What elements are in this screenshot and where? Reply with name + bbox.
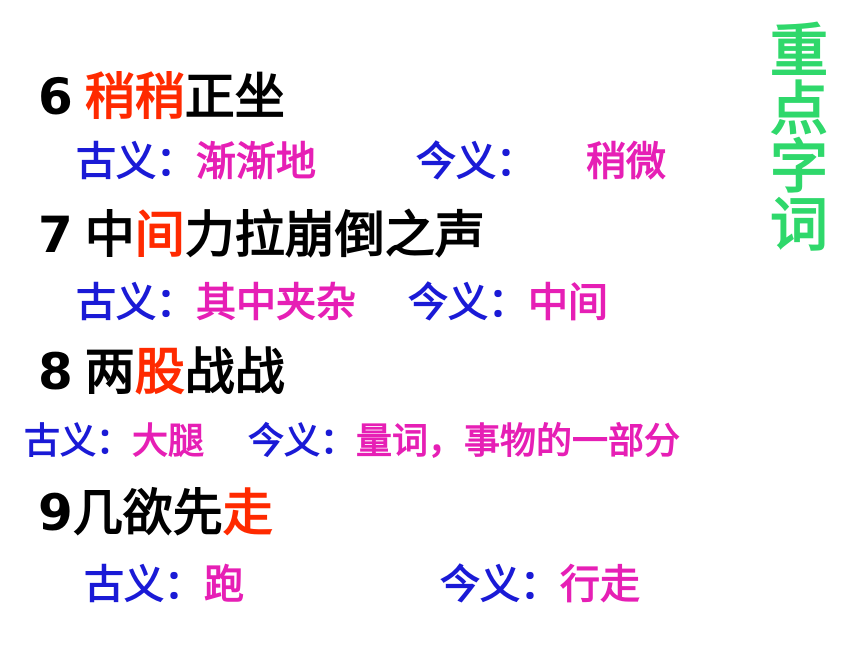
side-title-char: 点	[769, 75, 828, 143]
ancient-label: 古义：	[84, 562, 204, 608]
item-7-gloss: 古义：其中夹杂 今义：中间	[76, 283, 608, 323]
side-title: 重 点 字 词	[768, 22, 830, 254]
side-title-char: 重	[769, 17, 828, 85]
item-number: 6	[38, 68, 73, 126]
modern-value: 行走	[560, 562, 640, 608]
modern-value: 中间	[528, 280, 608, 326]
headline-before: 两	[84, 343, 135, 401]
modern-label: 今义：	[248, 421, 357, 462]
ancient-value: 其中夹杂	[196, 280, 356, 326]
headline-before: 几欲先	[72, 484, 223, 542]
key-word: 走	[222, 484, 273, 542]
key-word: 股	[134, 343, 185, 401]
headline-after: 正坐	[184, 68, 285, 126]
modern-label: 今义：	[440, 562, 560, 608]
modern-value: 稍微	[586, 139, 666, 185]
item-9-headline: 9几欲先走	[38, 488, 273, 538]
headline-after: 力拉崩倒之声	[184, 206, 485, 264]
key-word: 稍稍	[84, 68, 185, 126]
side-title-char: 词	[769, 191, 828, 259]
item-number: 7	[38, 206, 73, 264]
key-word: 间	[134, 206, 185, 264]
item-6-gloss: 古义：渐渐地 今义： 稍微	[76, 142, 666, 182]
side-title-char: 字	[769, 133, 828, 201]
modern-label: 今义：	[416, 139, 536, 185]
modern-label: 今义：	[408, 280, 528, 326]
headline-after: 战战	[184, 343, 285, 401]
item-number: 9	[38, 484, 73, 542]
ancient-label: 古义：	[76, 280, 196, 326]
ancient-value: 跑	[204, 562, 244, 608]
item-9-gloss: 古义：跑 今义：行走	[84, 565, 640, 605]
item-8-gloss: 古义：大腿 今义：量词，事物的一部分	[24, 424, 680, 460]
headline-before: 中	[84, 206, 135, 264]
ancient-label: 古义：	[24, 421, 133, 462]
modern-value: 量词，事物的一部分	[356, 421, 681, 462]
ancient-value: 大腿	[132, 421, 205, 462]
ancient-label: 古义：	[76, 139, 196, 185]
ancient-value: 渐渐地	[196, 139, 316, 185]
item-number: 8	[38, 343, 73, 401]
